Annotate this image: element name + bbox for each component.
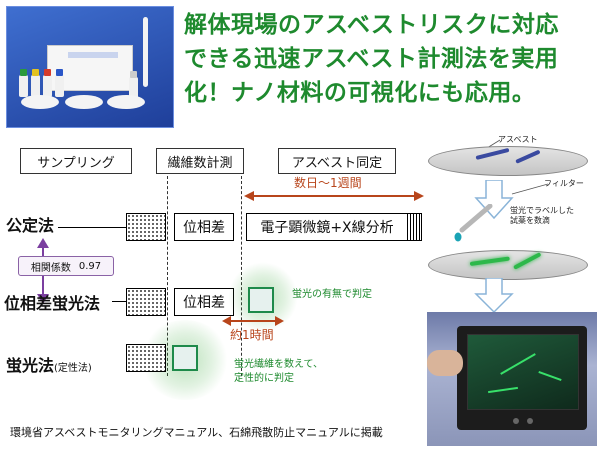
correlation-value: 0.97 [78, 260, 102, 272]
fluorescence-square [172, 345, 198, 371]
method-fluorescence-sub: (定性法) [54, 363, 92, 374]
dropper-icon [454, 204, 493, 242]
leader-line [511, 183, 549, 195]
method-fluorescence: 蛍光法(定性法) [6, 352, 92, 376]
note-line: 蛍光繊維を数えて、 [234, 359, 323, 370]
note-fluor-count: 蛍光繊維を数えて、 定性的に判定 [234, 358, 323, 386]
bottle [55, 69, 64, 97]
correlation-label: 相関係数 [30, 262, 71, 274]
correlation-box: 相関係数 0.97 [18, 256, 114, 276]
divider [241, 176, 242, 376]
pipette [143, 17, 148, 87]
headline-line: できる迅速アスベスト計測法を実用 [184, 46, 559, 72]
extension-marker [408, 213, 422, 241]
bottle [31, 69, 40, 97]
headline-line: 化！ナノ材料の可視化にも応用。 [184, 80, 536, 106]
kit-photo [6, 6, 174, 128]
device-body [457, 326, 587, 430]
method-phase-fluorescence: 位相差蛍光法 [4, 294, 101, 313]
label-reagent-line: 蛍光でラベルした [510, 206, 574, 215]
method-official: 公定法 [6, 216, 55, 235]
label-reagent: 蛍光でラベルした 試薬を数滴 [510, 206, 574, 226]
down-arrow-icon [474, 278, 514, 314]
device-photo [427, 312, 597, 446]
headline: 解体現場のアスベストリスクに対応 できる迅速アスベスト計測法を実用 化！ナノ材料… [184, 8, 596, 110]
step-phase-contrast: 位相差 [174, 213, 234, 241]
duration-days-label: 数日～1週間 [294, 176, 362, 190]
fluorescence-square [248, 287, 274, 313]
step-phase-contrast: 位相差 [174, 288, 234, 316]
sampling-filter [126, 344, 166, 372]
footer-note: 環境省アスベストモニタリングマニュアル、石綿飛散防止マニュアルに掲載 [10, 426, 383, 439]
bottle [43, 69, 52, 97]
filter-disk-after [428, 250, 588, 280]
device-screen [467, 334, 579, 410]
tray [107, 95, 145, 109]
sampling-filter [126, 213, 166, 241]
tray [21, 95, 59, 109]
row-line [112, 301, 128, 302]
bottle [19, 69, 28, 97]
header-fiber-count: 繊維数計測 [156, 148, 244, 174]
note-fluor-presence: 蛍光の有無で判定 [292, 289, 372, 300]
divider [167, 176, 168, 376]
down-arrow-icon [474, 180, 514, 220]
header-identification: アスベスト同定 [278, 148, 396, 174]
method-fluorescence-name: 蛍光法 [6, 356, 55, 375]
duration-hour-arrow [222, 316, 284, 326]
headline-line: 解体現場のアスベストリスクに対応 [184, 12, 559, 38]
tray [65, 95, 103, 109]
duration-hour-label: 約1時間 [230, 328, 274, 342]
note-line: 定性的に判定 [234, 373, 294, 384]
header-sampling: サンプリング [20, 148, 132, 174]
sampling-filter [126, 288, 166, 316]
step-em-xray: 電子顕微鏡+X線分析 [246, 213, 408, 241]
row-line [58, 227, 128, 228]
label-reagent-line: 試薬を数滴 [510, 216, 550, 225]
duration-arrow [244, 191, 424, 201]
bottle [129, 71, 138, 99]
label-asbestos: アスベスト [498, 135, 538, 144]
label-filter: フィルター [544, 179, 584, 188]
hand [427, 350, 463, 376]
